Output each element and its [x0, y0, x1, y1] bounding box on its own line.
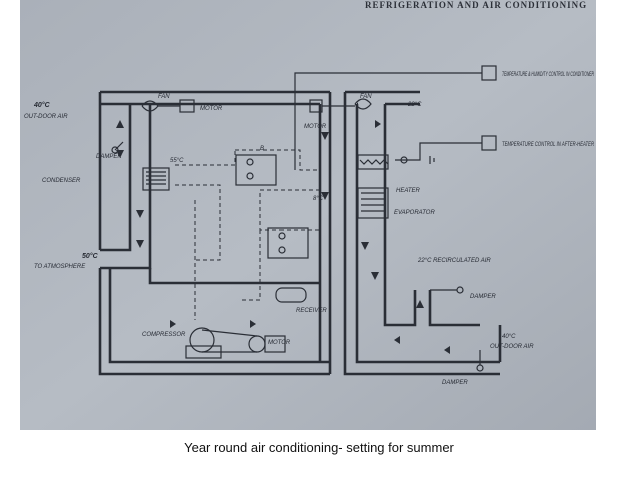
- caption: Year round air conditioning- setting for…: [184, 440, 454, 455]
- label-motor-left: MOTOR: [200, 106, 223, 112]
- receiver-tank: [275, 287, 307, 303]
- label-fan-left: FAN: [158, 94, 170, 100]
- right-fan: [309, 98, 372, 113]
- label-receiver: RECEIVER: [296, 308, 327, 314]
- label-heater: HEATER: [396, 188, 421, 194]
- heater-coil: [357, 154, 389, 170]
- diagram-photo: REFRIGERATION AND AIR CONDITIONING: [20, 0, 596, 430]
- label-exhaust-temp: 50°C: [82, 252, 99, 260]
- valve-block-lower: [267, 227, 309, 259]
- temp-control-box: [395, 135, 497, 164]
- airflow-arrows: [116, 120, 450, 354]
- compressor-unit: [185, 327, 286, 359]
- ac-system-diagram: REFRIGERATION AND AIR CONDITIONING: [20, 0, 596, 430]
- label-temp-control: TEMPERATURE CONTROL IN AFTER-HEATER: [502, 142, 594, 148]
- label-evap-temp: 8°C: [313, 196, 324, 202]
- label-damper-right: DAMPER: [470, 294, 496, 300]
- label-condenser: CONDENSER: [42, 178, 81, 184]
- label-to-atmosphere: TO ATMOSPHERE: [34, 264, 86, 270]
- label-outdoor-temp-top: 40°C: [33, 101, 51, 109]
- paper-background: [20, 0, 596, 430]
- evaporator-coil: [357, 187, 389, 219]
- label-damper-bottom: DAMPER: [442, 380, 468, 386]
- condenser-coil: [142, 167, 170, 191]
- label-supply-temp: 22°C: [407, 102, 422, 108]
- left-fan: [141, 99, 195, 113]
- label-outdoor-air-bottom: OUT-DOOR AIR: [490, 344, 534, 350]
- conditioner-duct: [343, 90, 502, 376]
- refrigerant-circuit: [175, 149, 321, 320]
- dampers: [111, 141, 484, 372]
- label-compressor: COMPRESSOR: [142, 332, 186, 338]
- label-fan-right: FAN: [360, 94, 372, 100]
- label-damper-left: DAMPER: [96, 154, 122, 160]
- label-humidity-control: TEMPERATURE & HUMIDITY CONTROL IN CONDIT…: [502, 72, 594, 78]
- label-recirculated-air: 22°C RECIRCULATED AIR: [417, 258, 491, 264]
- label-evaporator: EVAPORATOR: [394, 210, 435, 216]
- humidity-control-box: [294, 65, 497, 170]
- valve-block-b: [235, 154, 277, 186]
- label-motor-right: MOTOR: [304, 124, 327, 130]
- label-cond-temp: 55°C: [170, 158, 184, 164]
- label-valve-b: B: [260, 146, 264, 152]
- label-motor-bottom: MOTOR: [268, 340, 291, 346]
- page-header: REFRIGERATION AND AIR CONDITIONING: [365, 0, 587, 10]
- label-outdoor-air-top: OUT-DOOR AIR: [24, 114, 68, 120]
- label-outdoor-temp-bottom: 40°C: [502, 334, 516, 340]
